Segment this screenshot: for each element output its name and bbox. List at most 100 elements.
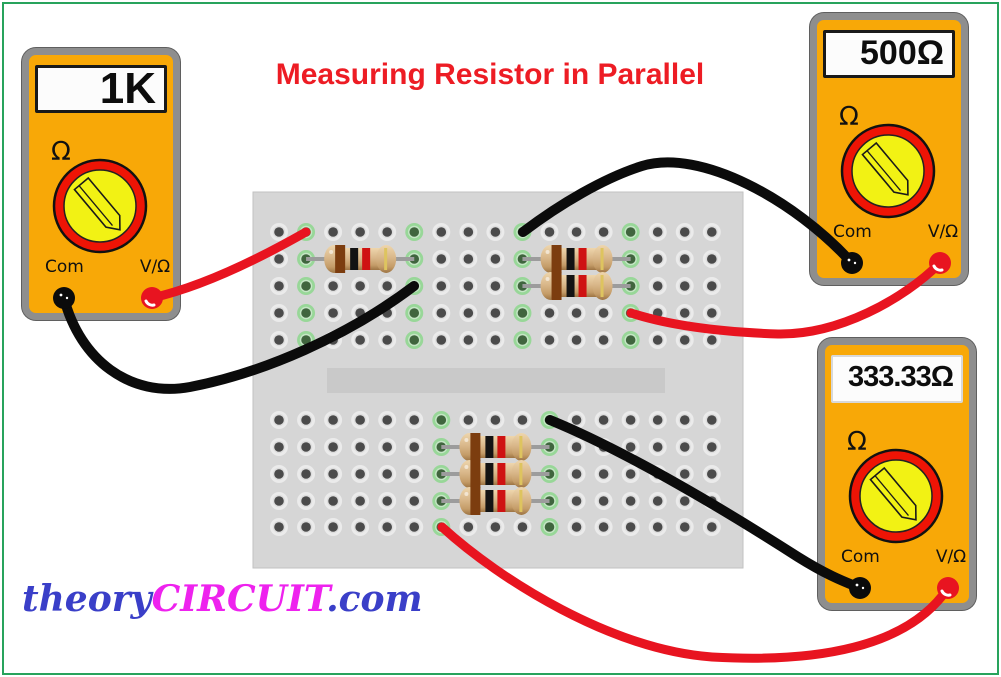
hole-center [679, 308, 690, 318]
hole-center [301, 227, 311, 237]
band-red [497, 463, 506, 485]
hole-center [355, 281, 365, 291]
hole-center [355, 415, 365, 425]
hole-center [517, 335, 528, 345]
hole-center [436, 415, 447, 425]
hole-center [652, 335, 663, 345]
hole-center [382, 308, 393, 318]
hole-center [679, 442, 690, 452]
hole-center [652, 442, 663, 452]
band-gold [600, 248, 604, 270]
hole-center [409, 469, 420, 479]
hole-center [274, 335, 284, 345]
hole-center [598, 442, 609, 452]
hole-center [436, 227, 447, 237]
hole-center [463, 308, 474, 318]
hole-center [301, 469, 311, 479]
hole-center [625, 335, 636, 345]
hole-center [490, 308, 501, 318]
hole-center [463, 522, 474, 532]
hole-center [571, 227, 582, 237]
hole-center [707, 469, 717, 479]
watermark: theoryCIRCUIT.com [22, 578, 423, 620]
hole-center [409, 522, 420, 532]
hole-center [274, 496, 284, 506]
hole-center [274, 442, 284, 452]
hole-center [382, 415, 393, 425]
hole-center [382, 227, 393, 237]
hole-center [707, 227, 717, 237]
hole-center [328, 442, 338, 452]
hole-center [679, 335, 690, 345]
band-black [350, 248, 359, 270]
hole-center [301, 442, 311, 452]
watermark-brand: CIRCUIT [151, 578, 327, 620]
hole-center [490, 254, 501, 264]
knob-pointer-icon [861, 141, 909, 196]
resistor-shine [464, 492, 469, 496]
hole-center [652, 415, 663, 425]
hole-center [598, 227, 609, 237]
hole-center [328, 415, 338, 425]
hole-center [571, 522, 582, 532]
multimeter-bottom-right: 333.33Ω Ω Com V/Ω [818, 338, 976, 610]
hole-center [274, 254, 284, 264]
knob-pointer-icon [73, 176, 121, 231]
dial-knob [840, 123, 936, 219]
hole-center [463, 335, 474, 345]
resistor-1k [441, 487, 550, 515]
hole-center [571, 415, 582, 425]
hole-center [490, 281, 501, 291]
hole-center [436, 522, 447, 532]
vohm-label: V/Ω [935, 547, 967, 567]
hole-center [598, 308, 609, 318]
band-brown [551, 272, 562, 300]
hole-center [436, 308, 447, 318]
hole-center [409, 496, 420, 506]
hole-center [274, 308, 284, 318]
hole-center [274, 469, 284, 479]
hole-center [463, 281, 474, 291]
hole-center [598, 335, 609, 345]
band-red [578, 248, 587, 270]
hole-center [652, 254, 663, 264]
hole-center [436, 254, 447, 264]
hole-center [328, 469, 338, 479]
hole-center [517, 308, 528, 318]
band-brown [335, 245, 346, 273]
hole-center [679, 496, 690, 506]
band-black [485, 490, 494, 512]
hole-center [328, 522, 338, 532]
hole-center [409, 442, 420, 452]
resistor-shine [545, 250, 550, 254]
hole-center [301, 415, 311, 425]
band-black [485, 436, 494, 458]
hole-center [625, 442, 636, 452]
hole-center [679, 522, 690, 532]
hole-center [301, 522, 311, 532]
hole-center [274, 281, 284, 291]
com-label: Com [841, 547, 880, 567]
hole-center [274, 522, 284, 532]
hole-center [490, 415, 501, 425]
resistor-shine [329, 250, 334, 254]
meter-display: 500Ω [823, 30, 955, 78]
hole-center [355, 496, 365, 506]
hole-center [355, 227, 365, 237]
hole-center [679, 469, 690, 479]
resistor-1k [441, 433, 550, 461]
hole-center [409, 227, 420, 237]
hole-center [707, 335, 717, 345]
hole-center [707, 442, 717, 452]
hole-center [598, 496, 609, 506]
band-gold [384, 248, 388, 270]
resistor-1k [522, 272, 631, 300]
hole-center [571, 335, 582, 345]
watermark-prefix: theory [22, 578, 152, 620]
hole-center [328, 227, 338, 237]
band-brown [470, 487, 481, 515]
hole-center [355, 308, 365, 318]
hole-center [409, 281, 420, 291]
hole-center [571, 308, 582, 318]
hole-center [409, 308, 420, 318]
